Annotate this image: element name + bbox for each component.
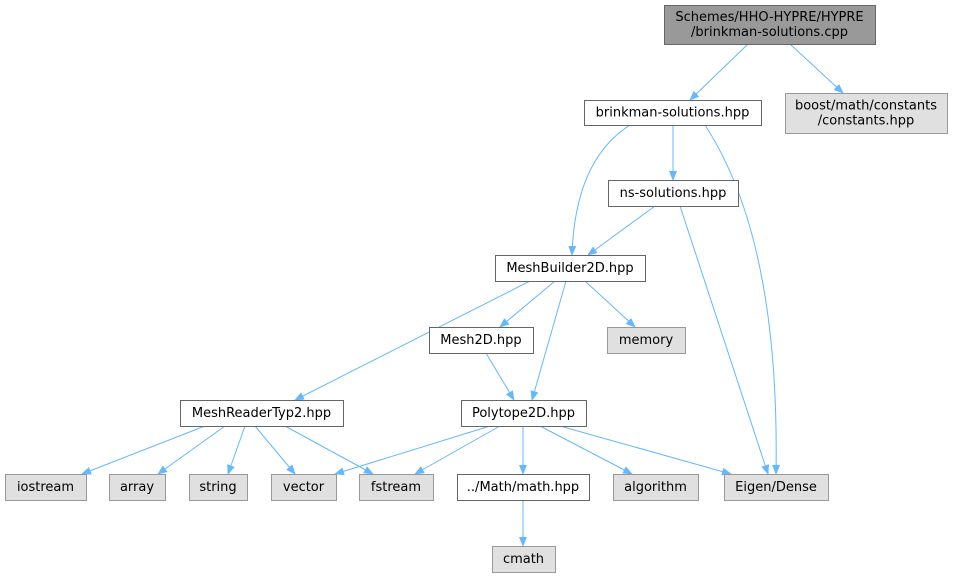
node-label: /constants.hpp bbox=[818, 114, 915, 129]
node-ns_solutions[interactable]: ns-solutions.hpp bbox=[608, 180, 739, 207]
node-label: Mesh2D.hpp bbox=[440, 333, 521, 348]
node-box bbox=[495, 255, 646, 282]
node-label: MeshBuilder2D.hpp bbox=[506, 261, 633, 276]
node-box bbox=[457, 474, 590, 501]
node-label: fstream bbox=[371, 480, 421, 495]
edge-meshreader-to-iostream bbox=[81, 425, 206, 475]
node-box bbox=[607, 327, 686, 354]
node-label: algorithm bbox=[624, 480, 687, 495]
node-box bbox=[271, 474, 337, 501]
node-box bbox=[664, 5, 876, 45]
edge-meshbuilder-to-mesh2d bbox=[499, 280, 556, 328]
node-mesh2d[interactable]: Mesh2D.hpp bbox=[429, 327, 534, 354]
node-label: boost/math/constants bbox=[795, 99, 937, 114]
edge-brinkman_hpp-to-eigen bbox=[704, 124, 781, 475]
node-vector: vector bbox=[271, 474, 337, 501]
node-label: Polytope2D.hpp bbox=[472, 406, 575, 421]
node-eigen: Eigen/Dense bbox=[724, 474, 829, 501]
node-label: brinkman-solutions.hpp bbox=[596, 106, 750, 121]
edge-mesh2d-to-polytope bbox=[485, 352, 515, 401]
node-label: ../Math/math.hpp bbox=[467, 480, 579, 495]
edge-meshbuilder-to-polytope bbox=[530, 280, 567, 401]
edge-layer bbox=[81, 43, 844, 547]
node-polytope[interactable]: Polytope2D.hpp bbox=[461, 400, 587, 427]
node-box bbox=[180, 400, 344, 427]
node-label: ns-solutions.hpp bbox=[620, 186, 727, 201]
node-box bbox=[189, 474, 248, 501]
node-brinkman_hpp[interactable]: brinkman-solutions.hpp bbox=[584, 100, 762, 126]
edge-meshbuilder-to-memory bbox=[584, 280, 636, 328]
edge-ns_solutions-to-meshbuilder bbox=[587, 205, 656, 256]
node-label: string bbox=[199, 480, 236, 495]
edge-root-to-boost_constants bbox=[789, 43, 844, 94]
node-box bbox=[492, 546, 556, 573]
node-box bbox=[584, 100, 762, 126]
node-layer: Schemes/HHO-HYPRE/HYPRE/brinkman-solutio… bbox=[5, 5, 948, 573]
node-iostream: iostream bbox=[5, 474, 87, 501]
node-box bbox=[461, 400, 587, 427]
node-label: iostream bbox=[17, 480, 74, 495]
node-box bbox=[429, 327, 534, 354]
edge-meshbuilder-to-meshreader bbox=[294, 280, 531, 401]
node-root: Schemes/HHO-HYPRE/HYPRE/brinkman-solutio… bbox=[664, 5, 876, 45]
node-memory: memory bbox=[607, 327, 686, 354]
node-label: memory bbox=[619, 333, 674, 348]
node-algorithm: algorithm bbox=[613, 474, 699, 501]
node-label: MeshReaderTyp2.hpp bbox=[192, 406, 331, 421]
node-cmath: cmath bbox=[492, 546, 556, 573]
node-label: vector bbox=[283, 480, 325, 495]
edge-meshreader-to-fstream bbox=[284, 425, 374, 475]
edge-meshreader-to-string bbox=[227, 425, 246, 475]
node-label: Schemes/HHO-HYPRE/HYPRE bbox=[675, 10, 863, 25]
node-boost_constants: boost/math/constants/constants.hpp bbox=[785, 93, 948, 134]
edge-polytope-to-vector bbox=[334, 425, 491, 476]
edge-ns_solutions-to-eigen bbox=[679, 205, 769, 475]
node-label: cmath bbox=[503, 552, 544, 567]
node-mathhpp[interactable]: ../Math/math.hpp bbox=[457, 474, 590, 501]
node-meshreader[interactable]: MeshReaderTyp2.hpp bbox=[180, 400, 344, 427]
node-string: string bbox=[189, 474, 248, 501]
node-box bbox=[359, 474, 434, 501]
edge-root-to-brinkman_hpp bbox=[689, 43, 749, 101]
edge-meshreader-to-array bbox=[157, 425, 226, 475]
node-box bbox=[724, 474, 829, 501]
edge-polytope-to-fstream bbox=[414, 425, 501, 475]
edge-polytope-to-algorithm bbox=[539, 425, 633, 475]
node-meshbuilder[interactable]: MeshBuilder2D.hpp bbox=[495, 255, 646, 282]
node-label: Eigen/Dense bbox=[735, 480, 817, 495]
edge-meshreader-to-vector bbox=[254, 425, 296, 475]
node-label: array bbox=[120, 480, 154, 495]
node-fstream: fstream bbox=[359, 474, 434, 501]
edge-brinkman_hpp-to-meshbuilder bbox=[568, 124, 631, 256]
node-box bbox=[109, 474, 166, 501]
node-box bbox=[5, 474, 87, 501]
node-label: /brinkman-solutions.cpp bbox=[691, 25, 848, 40]
edge-polytope-to-eigen bbox=[559, 425, 732, 476]
node-box bbox=[785, 93, 948, 134]
node-box bbox=[608, 180, 739, 207]
node-box bbox=[613, 474, 699, 501]
node-array: array bbox=[109, 474, 166, 501]
